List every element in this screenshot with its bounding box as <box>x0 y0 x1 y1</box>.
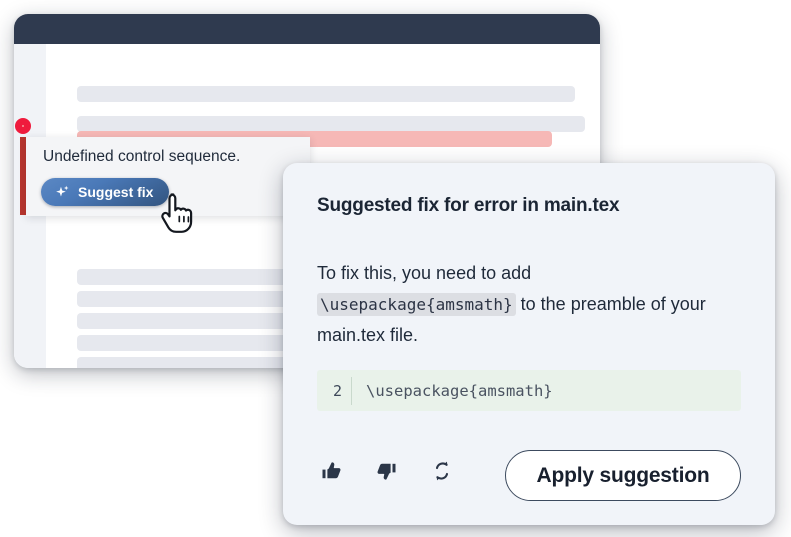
apply-suggestion-button[interactable]: Apply suggestion <box>505 450 741 501</box>
thumbs-down-icon <box>374 459 398 488</box>
thumbs-down-button[interactable] <box>371 458 401 488</box>
thumbs-up-button[interactable] <box>317 458 347 488</box>
suggest-fix-label: Suggest fix <box>78 184 154 200</box>
code-line-divider <box>351 376 352 405</box>
editor-titlebar <box>14 14 600 44</box>
description-text-before: To fix this, you need to add <box>317 263 532 283</box>
thumbs-up-icon <box>320 459 344 488</box>
editor-text-line <box>77 357 363 368</box>
sparkle-icon <box>54 184 71 201</box>
error-dot-icon[interactable] <box>15 118 31 134</box>
regenerate-button[interactable] <box>427 458 457 488</box>
editor-text-line <box>77 116 585 132</box>
error-tooltip: Undefined control sequence. Suggest fix <box>26 137 310 216</box>
error-message-text: Undefined control sequence. <box>43 148 241 165</box>
description-text-after: to the preamble of your main.tex file. <box>317 294 706 345</box>
inline-code-snippet: \usepackage{amsmath} <box>317 293 516 316</box>
code-line-text: \usepackage{amsmath} <box>366 381 553 400</box>
panel-description: To fix this, you need to add \usepackage… <box>317 258 707 351</box>
panel-title: Suggested fix for error in main.tex <box>317 195 620 216</box>
regenerate-icon <box>430 459 454 488</box>
code-block: 2 \usepackage{amsmath} <box>317 370 741 411</box>
suggest-fix-button[interactable]: Suggest fix <box>41 178 170 206</box>
panel-action-bar: Apply suggestion <box>317 450 741 501</box>
error-marker-bar <box>20 137 26 215</box>
code-line-number: 2 <box>332 381 342 400</box>
suggestion-panel: Suggested fix for error in main.tex To f… <box>283 163 775 525</box>
apply-suggestion-label: Apply suggestion <box>536 463 710 487</box>
editor-text-line <box>77 86 575 102</box>
